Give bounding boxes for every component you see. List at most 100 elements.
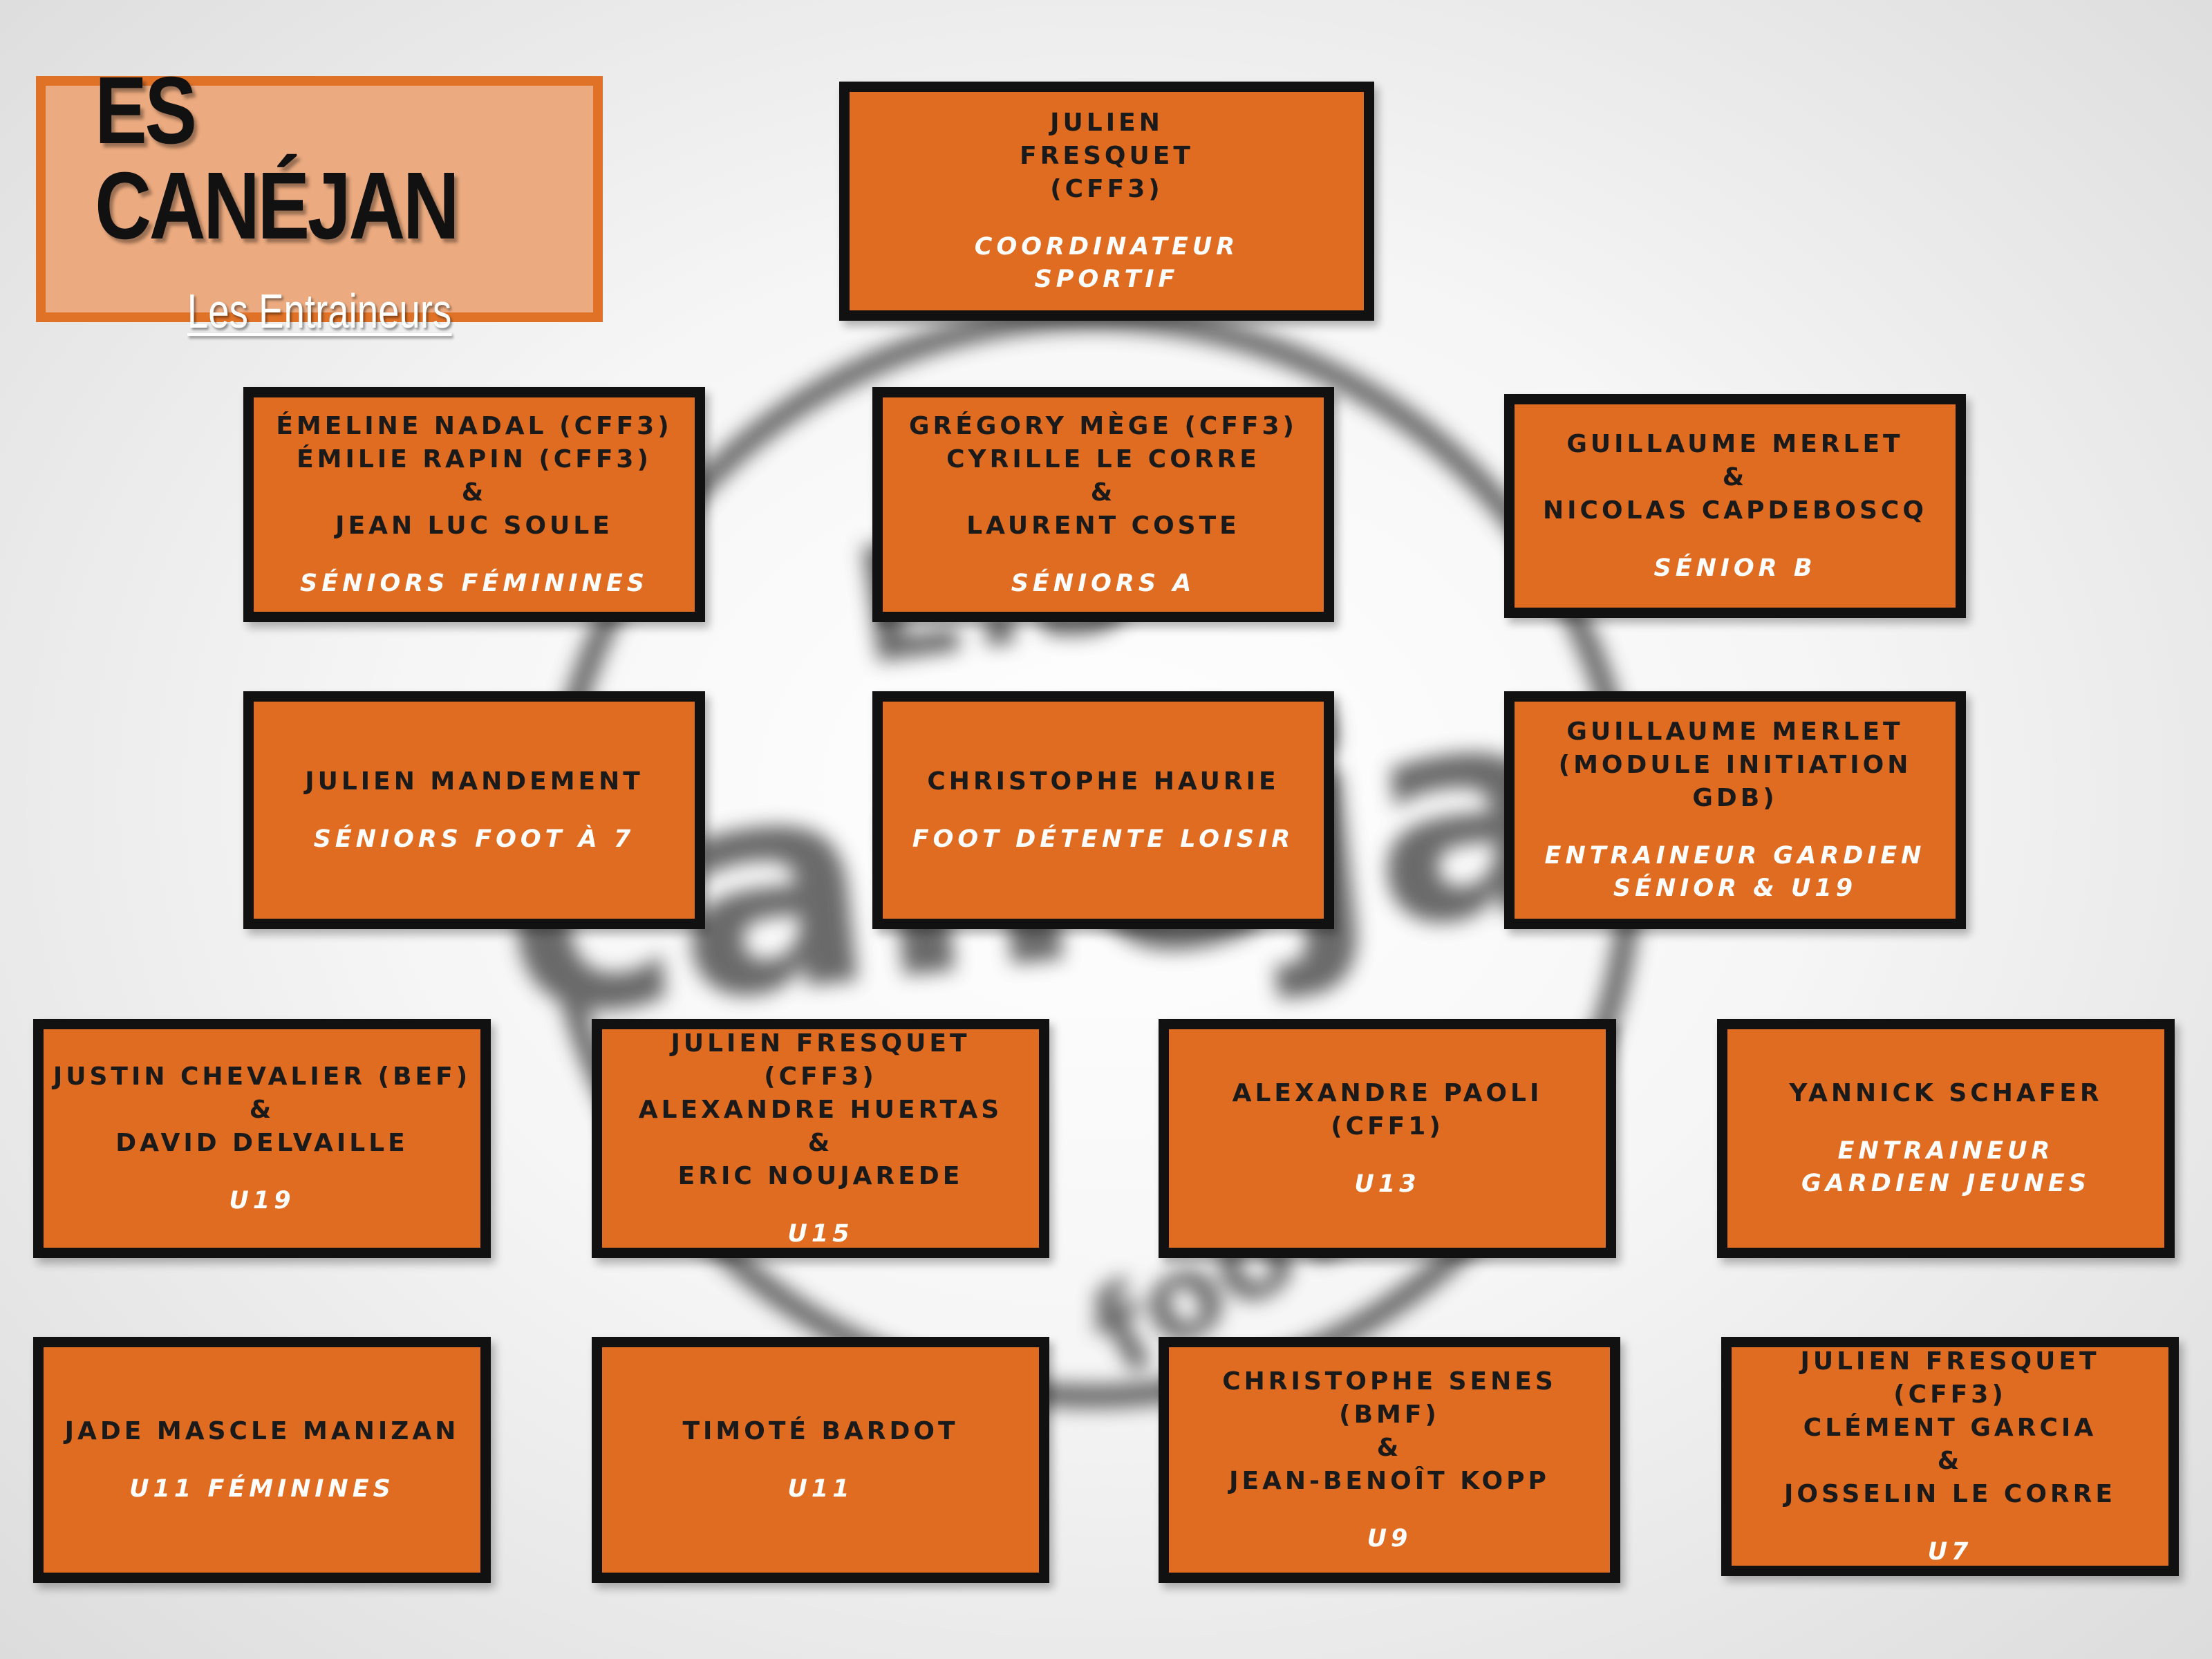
coach-name: JOSSELIN LE CORRE (1784, 1479, 2116, 1508)
team-role: ENTRAINEUR GARDIEN SÉNIOR & U19 (1545, 840, 1926, 905)
team-box-u15: JULIEN FRESQUET (CFF3)ALEXANDRE HUERTAS&… (592, 1019, 1049, 1258)
team-role: U19 (229, 1185, 294, 1217)
team-role-line: U11 (787, 1474, 854, 1503)
coach-name: ÉMILIE RAPIN (CFF3) (297, 444, 652, 474)
coach-names: JULIEN MANDEMENT (305, 765, 644, 798)
coach-separator: & (461, 478, 487, 507)
team-role-line: SÉNIORS FÉMININES (300, 569, 648, 597)
team-role: U13 (1354, 1168, 1420, 1201)
coach-name: ÉMELINE NADAL (CFF3) (276, 411, 673, 440)
coach-name: DAVID DELVAILLE (115, 1128, 409, 1157)
team-role: U15 (787, 1218, 853, 1250)
coach-name: (CFF3) (1050, 175, 1163, 203)
team-role-line: COORDINATEUR (974, 233, 1239, 261)
coach-name: GUILLAUME MERLET (1566, 718, 1904, 746)
title-card-inner: ES CANÉJAN Les Entraineurs (46, 63, 593, 335)
coach-name: ERIC NOUJAREDE (677, 1161, 964, 1190)
coach-names: JULIEN FRESQUET (CFF3)ALEXANDRE HUERTAS&… (609, 1027, 1032, 1193)
coach-names: CHRISTOPHE HAURIE (927, 765, 1279, 798)
page-subtitle: Les Entraineurs (187, 284, 452, 338)
coach-name: (CFF1) (1331, 1112, 1444, 1141)
coach-name: JULIEN MANDEMENT (305, 767, 644, 796)
coach-name: CYRILLE LE CORRE (946, 444, 1260, 474)
coach-name: CLÉMENT GARCIA (1803, 1413, 2097, 1442)
coach-name: (MODULE INITIATION GDB) (1558, 751, 1912, 812)
coach-names: GUILLAUME MERLET & NICOLAS CAPDEBOSCQ (1543, 428, 1927, 527)
title-card: ES CANÉJAN Les Entraineurs (36, 63, 603, 335)
coach-name: NICOLAS CAPDEBOSCQ (1543, 496, 1927, 525)
coach-name: GRÉGORY MÈGE (CFF3) (908, 411, 1297, 440)
team-role: SÉNIORS A (1011, 568, 1196, 600)
team-box-u7: JULIEN FRESQUET (CFF3) CLÉMENT GARCIA & JOS… (1721, 1337, 2179, 1576)
coach-names: JULIEN FRESQUET (CFF3) (1020, 106, 1194, 206)
coach-separator: & (1722, 462, 1748, 491)
team-role-line: ENTRAINEUR GARDIEN (1544, 842, 1926, 870)
coach-name: CHRISTOPHE SENES (BMF) (1222, 1367, 1557, 1429)
team-role: U11 FÉMININES (129, 1473, 395, 1506)
coach-name: TIMOTÉ BARDOT (682, 1416, 959, 1445)
coach-name: GUILLAUME MERLET (1566, 429, 1904, 458)
team-box-seniors-a: GRÉGORY MÈGE (CFF3) CYRILLE LE CORRE & LAUR… (872, 387, 1334, 622)
coach-separator: & (1090, 478, 1116, 507)
team-role-line: U13 (1354, 1170, 1421, 1198)
team-box-u9: CHRISTOPHE SENES (BMF) & JEAN-BENOÎT KOPP U… (1159, 1337, 1620, 1583)
team-box-u11-feminines: JADE MASCLE MANIZAN U11 FÉMININES (33, 1337, 491, 1583)
coach-names: JADE MASCLE MANIZAN (65, 1415, 460, 1448)
coach-name: JEAN-BENOÎT KOPP (1229, 1466, 1550, 1495)
team-box-seniors-feminines: ÉMELINE NADAL (CFF3) ÉMILIE RAPIN (CFF3) &… (243, 387, 705, 622)
coach-separator: & (1376, 1433, 1403, 1462)
team-box-senior-b: GUILLAUME MERLET & NICOLAS CAPDEBOSCQ SÉNIO… (1504, 394, 1966, 618)
club-title: ES CANÉJAN (95, 57, 459, 259)
team-role: U7 (1928, 1536, 1973, 1568)
team-role-line: U11 FÉMININES (129, 1474, 395, 1503)
team-role: COORDINATEUR SPORTIF (975, 231, 1239, 296)
team-role: SÉNIORS FOOT À 7 (314, 823, 635, 856)
coach-name: JEAN LUC SOULE (335, 511, 613, 540)
team-role-line: U19 (229, 1186, 295, 1215)
team-role-line: FOOT DÉTENTE LOISIR (912, 825, 1295, 853)
coach-name: YANNICK SCHAFER (1789, 1079, 2103, 1107)
team-box-seniors-foot-7: JULIEN MANDEMENT SÉNIORS FOOT À 7 (243, 691, 705, 929)
team-role-line: ENTRAINEUR (1837, 1137, 2054, 1165)
coach-names: CHRISTOPHE SENES (BMF) & JEAN-BENOÎT KOPP (1176, 1365, 1603, 1498)
coach-names: YANNICK SCHAFER (1789, 1077, 2102, 1110)
coach-name: ALEXANDRE HUERTAS (638, 1095, 1003, 1124)
team-box-gardien-jeunes: YANNICK SCHAFER ENTRAINEUR GARDIEN JEUNES (1717, 1019, 2175, 1258)
team-role-line: U15 (787, 1219, 854, 1248)
team-role: ENTRAINEUR GARDIEN JEUNES (1801, 1135, 2090, 1200)
team-box-coordinateur: JULIEN FRESQUET (CFF3) COORDINATEUR SPORTIF (839, 82, 1374, 321)
coach-names: GRÉGORY MÈGE (CFF3) CYRILLE LE CORRE & LAUR… (909, 410, 1297, 543)
team-role: FOOT DÉTENTE LOISIR (912, 823, 1295, 856)
team-role: U9 (1367, 1523, 1412, 1555)
coach-name: LAURENT COSTE (966, 511, 1240, 540)
coach-name: JULIEN (1050, 109, 1163, 137)
team-role-line: SÉNIORS FOOT À 7 (313, 825, 635, 853)
team-box-u13: ALEXANDRE PAOLI (CFF1) U13 (1159, 1019, 1616, 1258)
coach-names: JUSTIN CHEVALIER (BEF)&DAVID DELVAILLE (53, 1060, 471, 1160)
coach-names: TIMOTÉ BARDOT (682, 1415, 958, 1448)
team-box-u19: JUSTIN CHEVALIER (BEF)&DAVID DELVAILLE U1… (33, 1019, 491, 1258)
team-role: SÉNIORS FÉMININES (300, 568, 648, 600)
coach-separator: & (1937, 1446, 1963, 1475)
coach-name: JUSTIN CHEVALIER (BEF) (53, 1062, 471, 1091)
coach-names: JULIEN FRESQUET (CFF3) CLÉMENT GARCIA & JOS… (1738, 1345, 2162, 1511)
coach-names: GUILLAUME MERLET (MODULE INITIATION GDB) (1521, 715, 1949, 815)
team-box-foot-detente: CHRISTOPHE HAURIE FOOT DÉTENTE LOISIR (872, 691, 1334, 929)
team-role-line: SÉNIOR & U19 (1613, 874, 1857, 902)
coach-name: CHRISTOPHE HAURIE (927, 767, 1280, 796)
coach-name: JADE MASCLE MANIZAN (64, 1416, 460, 1445)
coach-name: JULIEN FRESQUET (CFF3) (1800, 1347, 2100, 1409)
team-role-line: U7 (1927, 1537, 1973, 1566)
coach-name: FRESQUET (1020, 142, 1194, 170)
team-role-line: SPORTIF (1034, 265, 1179, 293)
team-role: U11 (787, 1473, 853, 1506)
team-role-line: GARDIEN JEUNES (1801, 1170, 2090, 1197)
team-box-u11: TIMOTÉ BARDOT U11 (592, 1337, 1049, 1583)
coach-name: ALEXANDRE PAOLI (1232, 1078, 1543, 1107)
team-role-line: SÉNIORS A (1011, 569, 1196, 597)
coach-separator: & (807, 1128, 834, 1157)
team-box-gardien-senior: GUILLAUME MERLET (MODULE INITIATION GDB) E… (1504, 691, 1966, 929)
coach-names: ALEXANDRE PAOLI (CFF1) (1232, 1077, 1543, 1143)
team-role-line: U9 (1367, 1524, 1412, 1553)
team-role: SÉNIOR B (1654, 552, 1817, 585)
